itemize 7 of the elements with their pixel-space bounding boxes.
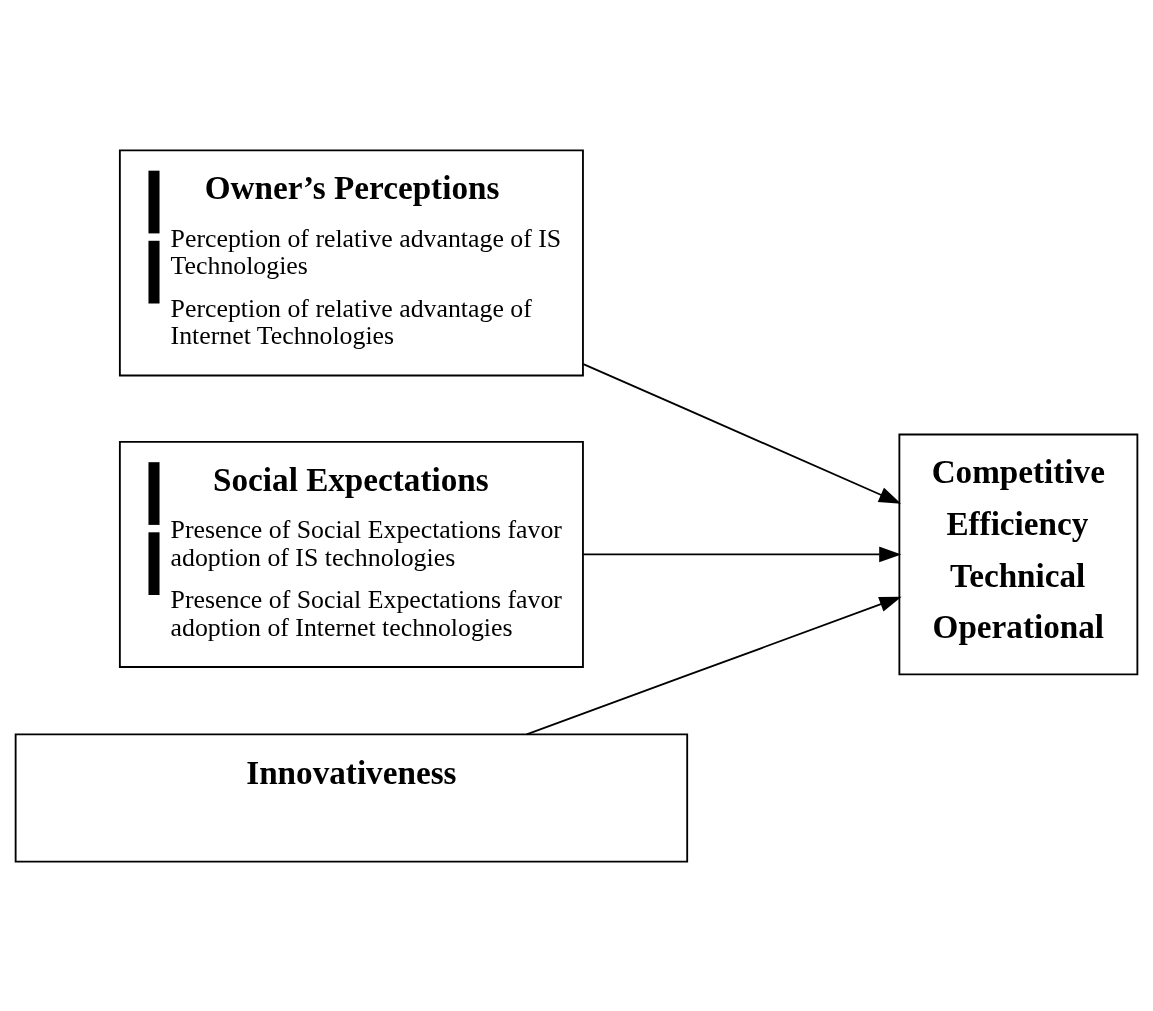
node-box: Innovativeness	[14, 732, 689, 863]
arrow	[525, 596, 902, 735]
node-box: Owner’s Perceptions Perception of relative advantage of IS Technologies Perception of relative advantage of Internet Technologies	[118, 148, 584, 376]
arrow	[582, 362, 902, 504]
node-box: Social Expectations Presence of Social Expectations favor adoption of IS technologies Presence of Social Expectations favor adoption of Internet technologies	[118, 440, 584, 668]
arrow	[582, 546, 902, 562]
node-box: Competitive Efficiency Technical Operational	[898, 433, 1139, 675]
